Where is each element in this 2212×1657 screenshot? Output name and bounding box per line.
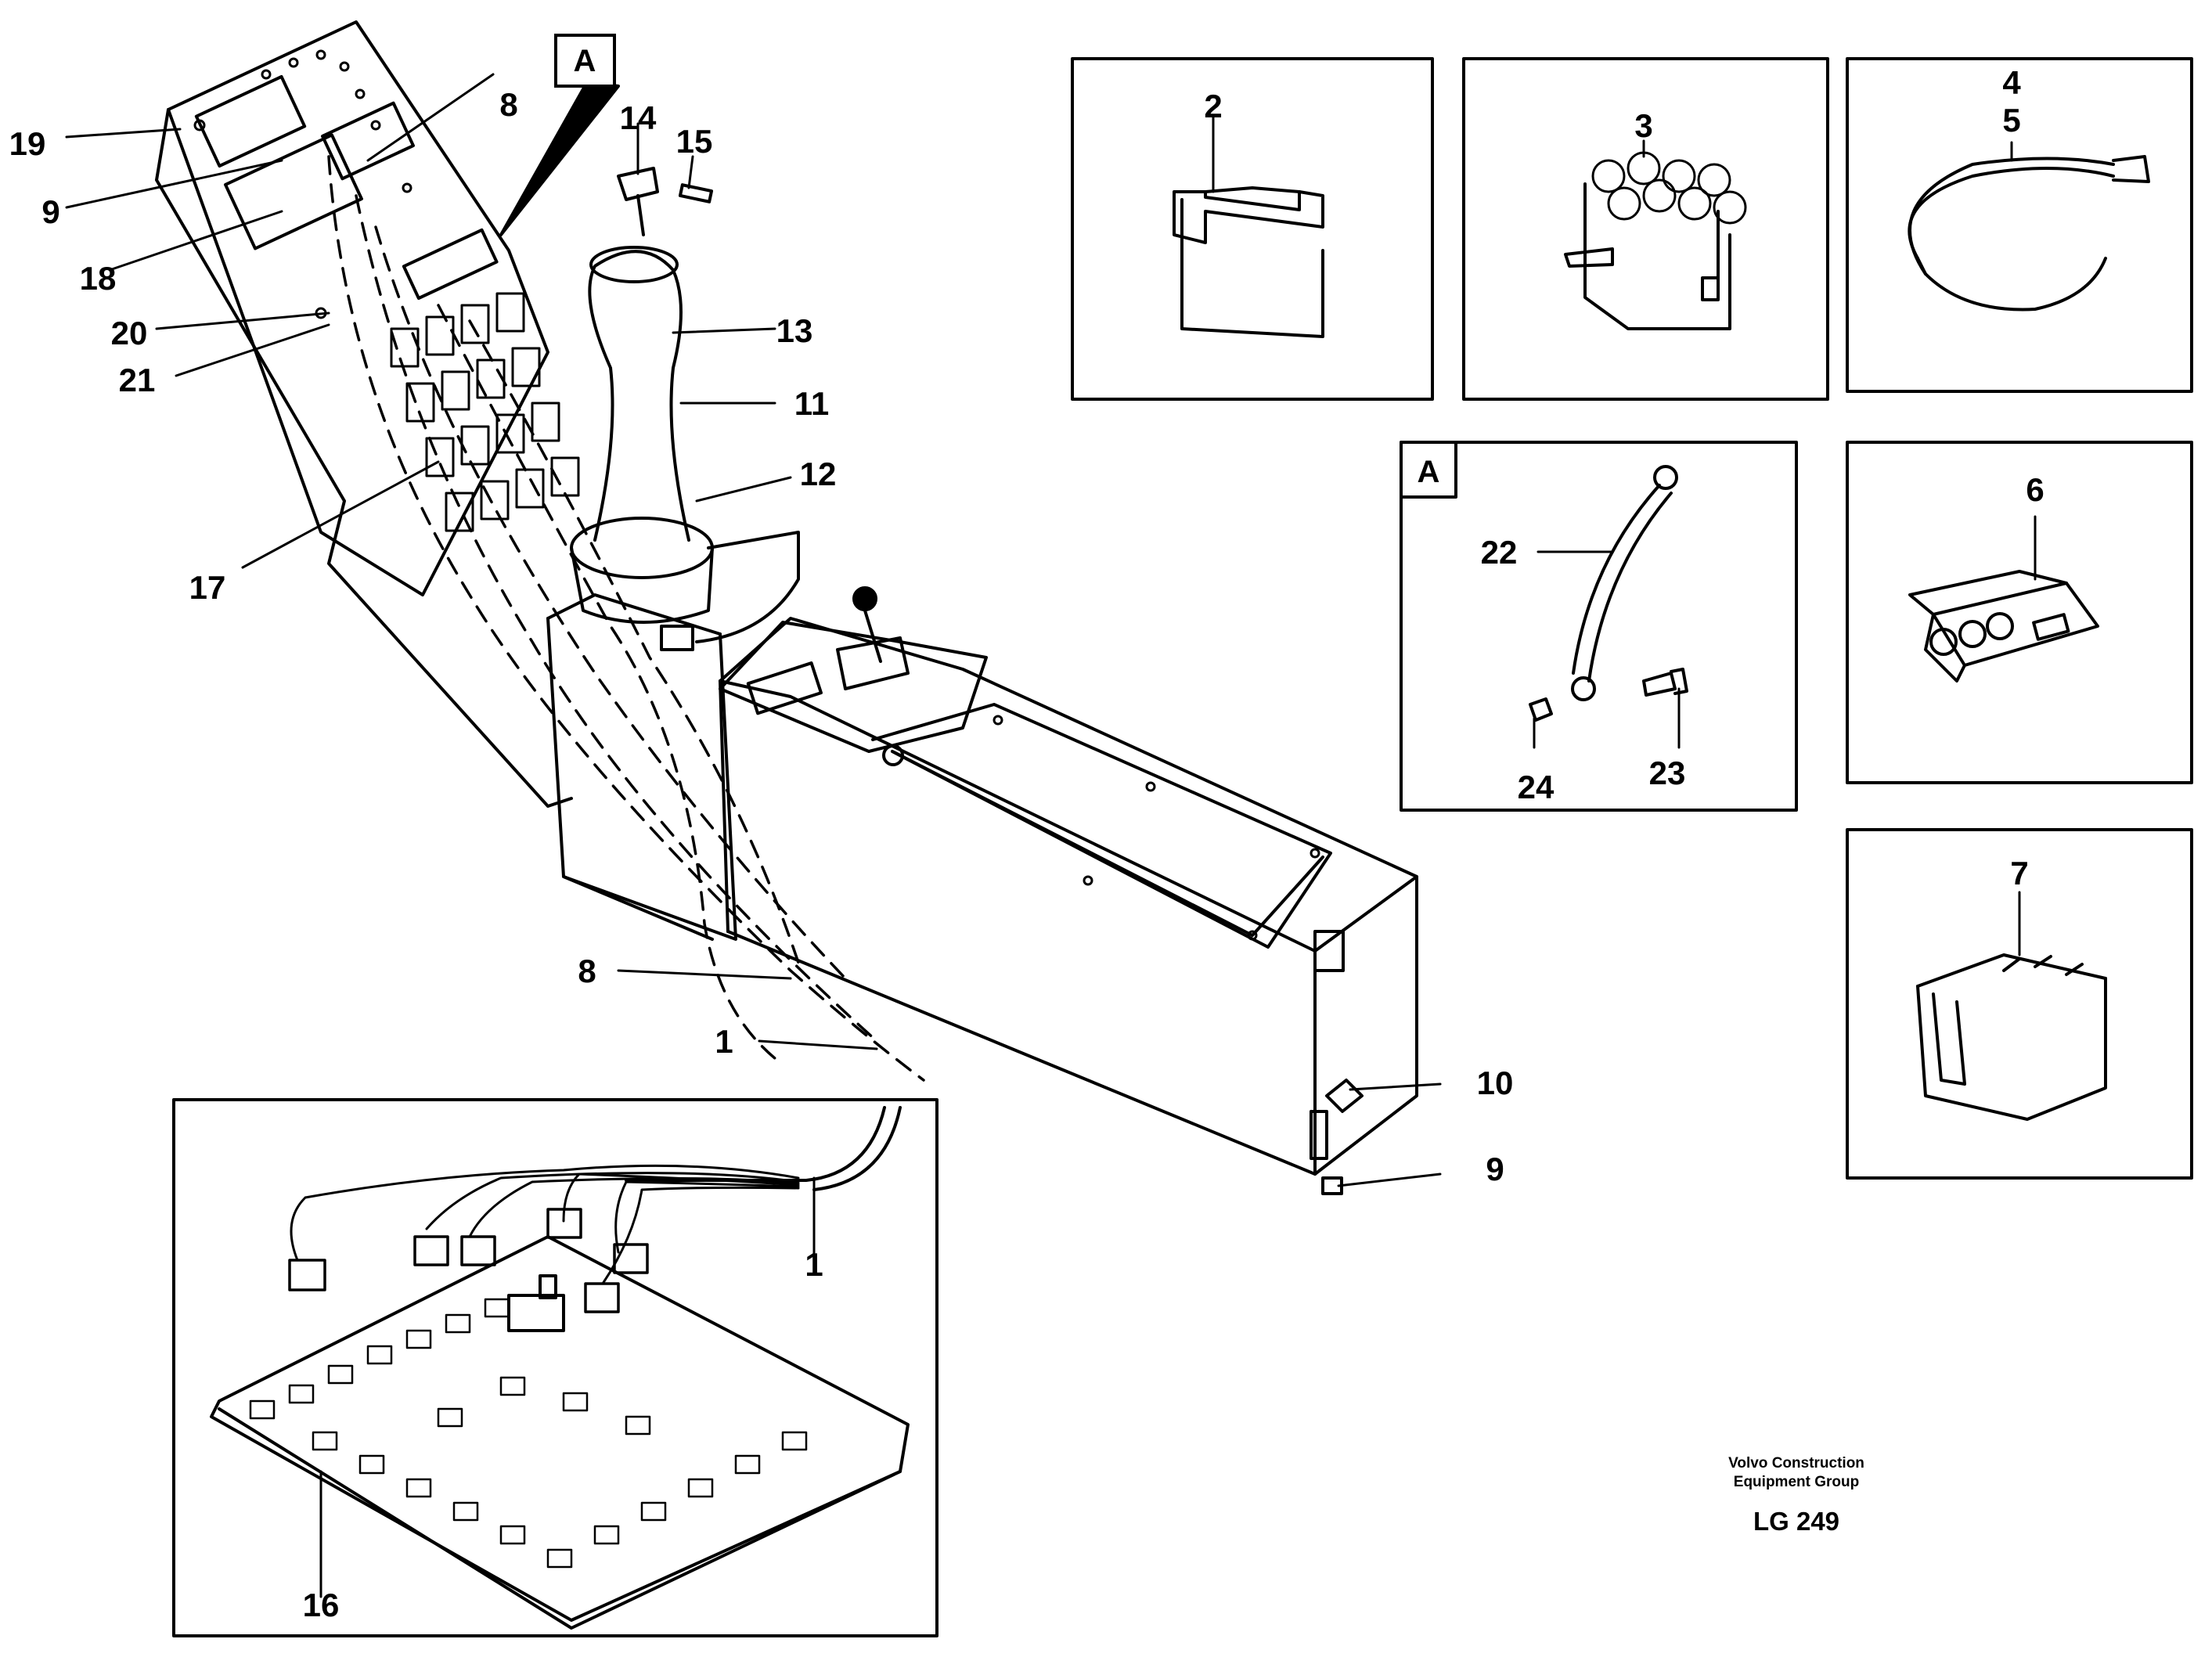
callout-24: 24 xyxy=(1518,769,1555,805)
callout-16: 16 xyxy=(303,1587,340,1623)
callout-7: 7 xyxy=(2010,855,2028,892)
callout-17: 17 xyxy=(189,569,226,606)
callout-5: 5 xyxy=(2002,102,2020,139)
callout-20: 20 xyxy=(111,315,148,351)
detail-a-frame-label: A xyxy=(1418,455,1440,489)
callout-13: 13 xyxy=(776,312,813,349)
callout-9-top: 9 xyxy=(41,193,59,230)
callout-8-bottom: 8 xyxy=(578,953,596,989)
callout-14: 14 xyxy=(620,99,657,136)
detail-box-a xyxy=(1400,441,1798,812)
detail-box-4-5 xyxy=(1846,57,2193,393)
publisher-line-2: Equipment Group xyxy=(1733,1474,1860,1490)
leader-lines xyxy=(65,73,2037,1598)
callout-23: 23 xyxy=(1649,755,1686,791)
callout-12: 12 xyxy=(800,456,837,492)
detail-box-2 xyxy=(1071,57,1434,401)
wiring-harness-dashed xyxy=(327,155,925,1082)
detail-a-marker: A xyxy=(554,34,616,88)
callout-22: 22 xyxy=(1481,534,1518,571)
detail-a-marker-label: A xyxy=(574,44,596,78)
callout-15: 15 xyxy=(676,123,713,160)
callout-9-bottom: 9 xyxy=(1486,1151,1504,1187)
drawing-reference: LG 249 xyxy=(1753,1507,1840,1536)
callout-19: 19 xyxy=(9,125,46,162)
publisher-label: Volvo Construction Equipment Group xyxy=(1691,1454,1902,1492)
callout-1-main: 1 xyxy=(715,1023,733,1060)
publisher-line-1: Volvo Construction xyxy=(1728,1455,1864,1471)
callout-4: 4 xyxy=(2002,64,2021,101)
callout-6: 6 xyxy=(2026,471,2044,508)
callout-11: 11 xyxy=(794,385,829,422)
callout-21: 21 xyxy=(119,362,156,398)
callout-18: 18 xyxy=(80,260,117,297)
callout-numbers: 19 9 18 20 21 17 8 14 15 13 11 12 8 1 10… xyxy=(9,64,2044,1623)
callout-10: 10 xyxy=(1477,1064,1514,1101)
callout-3: 3 xyxy=(1634,107,1652,144)
console-drawing xyxy=(719,586,1418,1195)
detail-a-pointer xyxy=(499,81,620,236)
detail-box-7 xyxy=(1846,828,2193,1180)
pedestal-drawing xyxy=(546,593,737,941)
detail-box-3 xyxy=(1462,57,1829,401)
inset-control-board xyxy=(172,1098,938,1637)
instrument-panel-drawing xyxy=(155,20,580,808)
gear-lever-drawing xyxy=(570,167,800,651)
callout-2: 2 xyxy=(1204,88,1222,124)
callout-1-inset: 1 xyxy=(805,1246,823,1283)
callout-8-top: 8 xyxy=(499,86,517,123)
detail-box-6 xyxy=(1846,441,2193,784)
